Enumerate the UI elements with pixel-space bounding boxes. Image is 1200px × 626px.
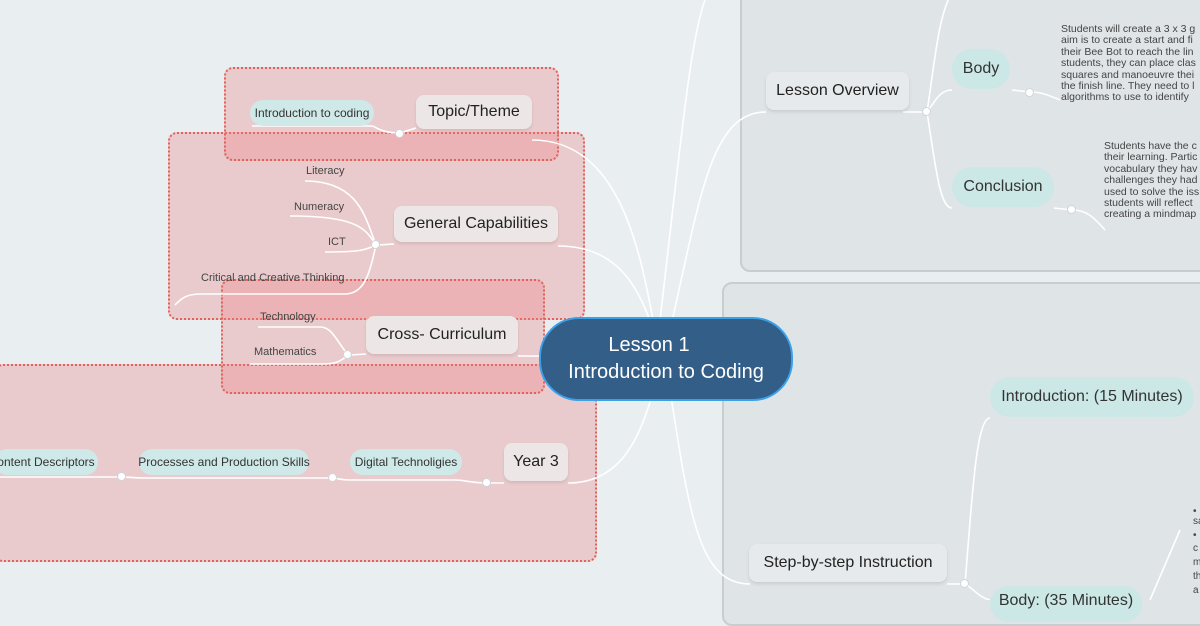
step-by-step-node[interactable]: Step-by-step Instruction <box>749 544 947 582</box>
step-fragment-bullet-1: • <box>1193 506 1197 517</box>
lesson-overview-node[interactable]: Lesson Overview <box>766 72 909 110</box>
connector-dot-step <box>960 579 969 588</box>
connector-conclusion-text <box>1053 207 1106 231</box>
connector-dot-cross <box>343 350 352 359</box>
topic-theme-node[interactable]: Topic/Theme <box>416 95 532 129</box>
processes-production-skills-pill[interactable]: Processes and Production Skills <box>138 449 310 475</box>
connector-digital-processes <box>121 476 333 479</box>
step-fragment-2: sa <box>1193 516 1200 527</box>
root-title-line1: Lesson 1 <box>608 334 690 356</box>
connector-root-overview <box>669 111 767 331</box>
gc-leaf-literacy[interactable]: Literacy <box>306 165 345 177</box>
connector-overview-body <box>926 89 953 113</box>
connector-step-intro <box>964 417 991 585</box>
connector-dot-topic <box>395 129 404 138</box>
connector-topic-child <box>252 125 417 134</box>
conclusion-pill[interactable]: Conclusion <box>952 167 1054 207</box>
gc-leaf-numeracy[interactable]: Numeracy <box>294 201 345 213</box>
connector-root-year3 <box>567 384 656 484</box>
cross-curriculum-node[interactable]: Cross- Curriculum <box>366 316 518 354</box>
root-title-line2: Introduction to Coding <box>568 361 764 383</box>
connector-root-step <box>669 389 751 585</box>
cc-leaf-technology[interactable]: Technology <box>260 311 316 323</box>
gc-leaf-ict[interactable]: ICT <box>328 236 346 248</box>
connector-overview-up <box>926 0 950 113</box>
root-node-lesson-1[interactable]: Lesson 1 Introduction to Coding <box>539 317 793 401</box>
connector-dot-general <box>371 240 380 249</box>
step-fragment-bullet-3: • <box>1193 530 1197 541</box>
body-description-text: Students will create a 3 x 3 g aim is to… <box>1061 24 1196 104</box>
connector-lines <box>0 0 1181 600</box>
conclusion-description-text: Students have the c their learning. Part… <box>1104 141 1200 221</box>
body-pill[interactable]: Body <box>952 49 1010 89</box>
connector-step-body <box>947 583 991 600</box>
connector-body-text <box>1011 89 1061 101</box>
connector-dot-digital <box>328 473 337 482</box>
connector-dot-overview <box>922 107 931 116</box>
connector-body-ext <box>1149 529 1181 600</box>
step-fragment-7: a <box>1193 585 1199 596</box>
connector-dot-body <box>1025 88 1034 97</box>
lesson-overview-panel <box>740 0 1200 272</box>
connector-root-top <box>659 0 706 321</box>
connector-dot-conclusion <box>1067 205 1076 214</box>
connector-year3-digital <box>332 477 504 484</box>
connector-dot-year3 <box>482 478 491 487</box>
connector-overview-conclusion <box>926 111 953 209</box>
step-fragment-5: m <box>1193 557 1200 568</box>
content-descriptors-pill[interactable]: ontent Descriptors <box>0 449 98 475</box>
connector-root-topic <box>531 139 656 331</box>
step-fragment-4: c <box>1193 543 1198 554</box>
year-3-node[interactable]: Year 3 <box>504 443 568 481</box>
general-capabilities-node[interactable]: General Capabilities <box>394 206 558 242</box>
cc-leaf-mathematics[interactable]: Mathematics <box>254 346 317 358</box>
body-35-minutes-pill[interactable]: Body: (35 Minutes) <box>990 586 1142 622</box>
connector-dot-processes <box>117 472 126 481</box>
topic-introduction-to-coding-pill[interactable]: Introduction to coding <box>250 100 374 126</box>
introduction-15-minutes-pill[interactable]: Introduction: (15 Minutes) <box>990 377 1194 417</box>
connector-gc-literacy <box>304 180 377 246</box>
gc-leaf-critical-creative-thinking[interactable]: Critical and Creative Thinking <box>201 272 345 284</box>
digital-technologies-pill[interactable]: Digital Technoligies <box>350 449 462 475</box>
step-fragment-6: th <box>1193 571 1200 582</box>
connector-gc-critical <box>174 244 377 306</box>
